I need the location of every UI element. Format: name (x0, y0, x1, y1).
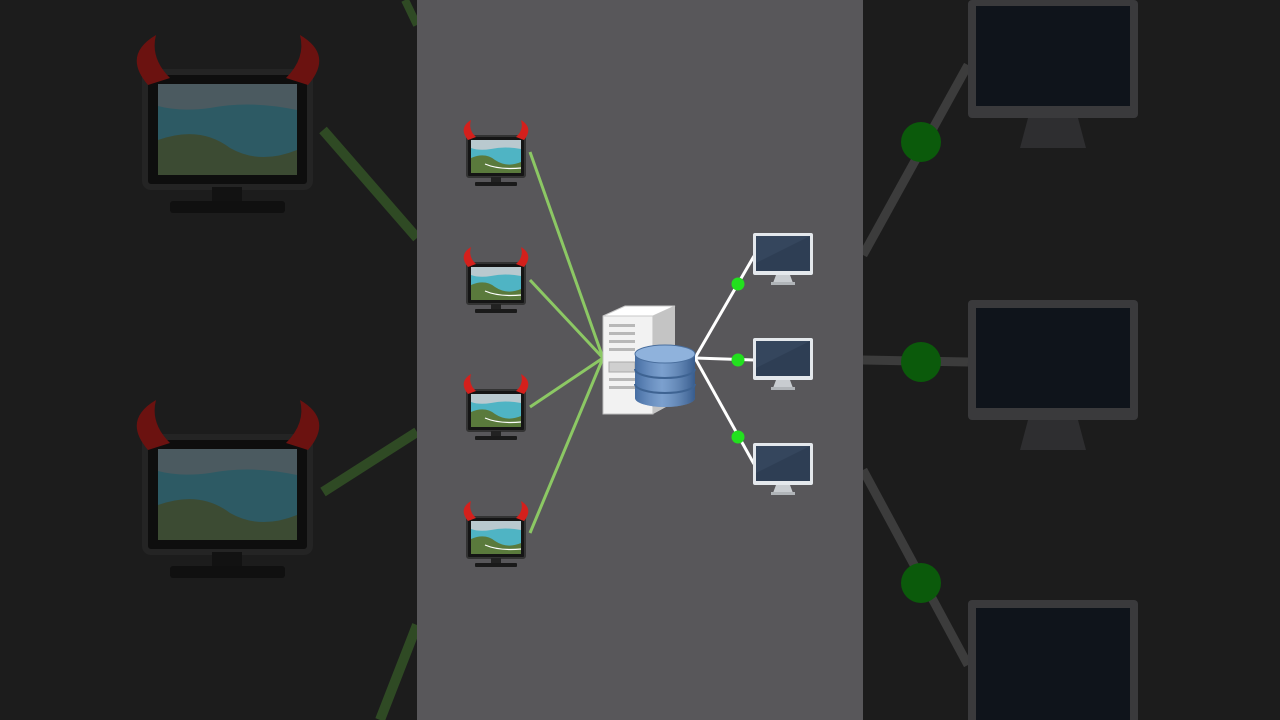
connection-dot-3 (731, 430, 745, 444)
connection-dot-1 (731, 277, 745, 291)
dim-attack-link (320, 427, 417, 497)
client-link-2 (694, 356, 755, 362)
background-left-zoomed-attackers (0, 0, 417, 720)
client-link-1 (693, 255, 756, 359)
attack-link-2 (528, 278, 605, 360)
network-diagram-panel (417, 0, 863, 720)
dim-attack-link (401, 0, 417, 27)
client-link-3 (693, 357, 756, 465)
dim-devil-computer-icon (136, 35, 320, 213)
background-right-zoomed-clients (863, 0, 1280, 720)
attack-link-1 (528, 151, 605, 359)
attack-links (528, 151, 605, 534)
dim-connection-dot (901, 122, 941, 162)
dim-connection-dot (901, 563, 941, 603)
dim-devil-computer-icon (136, 400, 320, 578)
dim-attack-link (375, 623, 417, 720)
database-server-icon (602, 305, 696, 415)
dim-monitor-icon (968, 600, 1138, 720)
dim-monitor-icon (968, 0, 1138, 148)
database-cylinders (634, 344, 696, 407)
network-diagram (417, 0, 863, 720)
attack-link-4 (528, 357, 605, 534)
attack-link-3 (529, 356, 604, 409)
dim-monitor-icon (968, 300, 1138, 450)
connection-dot-2 (731, 353, 745, 367)
clients (753, 233, 813, 495)
dim-attack-link (319, 126, 417, 242)
dim-connection-dot (901, 342, 941, 382)
client-links (693, 255, 756, 465)
